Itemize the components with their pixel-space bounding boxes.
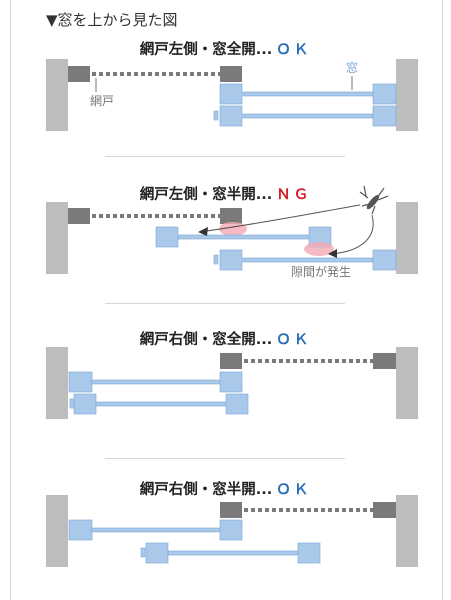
panel-1-status: ＯＫ [276, 42, 312, 58]
left-wall [46, 59, 68, 131]
outer-sash-glass [177, 234, 311, 240]
inner-sash-right-frame [372, 249, 397, 271]
left-wall [46, 347, 68, 419]
outer-sash-glass [242, 91, 374, 97]
panel-2-diagram: 隙間が発生 [46, 185, 418, 279]
outer-sash-right-frame [219, 371, 243, 393]
inner-sash-left-frame [219, 249, 243, 271]
panel-3-diagram [46, 347, 418, 419]
sash-handle [213, 110, 219, 121]
gap-label: 隙間が発生 [291, 264, 351, 279]
right-wall [396, 59, 418, 131]
screen-right-frame [373, 502, 396, 518]
right-wall [396, 495, 418, 567]
inner-sash-glass [167, 550, 300, 556]
right-wall [396, 202, 418, 274]
arrowhead-lower [328, 249, 337, 258]
outer-sash-right-frame [219, 519, 243, 541]
right-wall [396, 347, 418, 419]
screen-label: 網戸 [90, 94, 114, 108]
inner-sash-glass [242, 113, 374, 119]
gap-highlight-lower [304, 242, 334, 256]
heading-text: 窓を上から見た図 [57, 11, 178, 29]
screen-left-frame [220, 502, 242, 518]
panel-3-caption: 網戸右側・窓全開...ＯＫ [0, 328, 451, 349]
window-label: 窓 [346, 60, 358, 75]
left-wall [46, 202, 68, 274]
triangle-down-icon: ▼ [46, 11, 58, 29]
inner-sash-right-frame [225, 393, 249, 415]
inner-sash-glass [242, 257, 374, 263]
panel-3-status: ＯＫ [276, 332, 312, 348]
panel-2-status: ＮＧ [276, 187, 312, 203]
sash-handle [213, 254, 219, 265]
inner-sash-left-frame [145, 542, 169, 564]
outer-sash-right-frame [372, 83, 397, 105]
screen-right-frame [373, 353, 396, 369]
arrowhead-upper [198, 227, 208, 236]
inner-sash-right-frame [297, 542, 321, 564]
panel-4-title: 網戸右側・窓半開... [139, 482, 273, 498]
sash-handle [140, 547, 146, 558]
panel-2-title: 網戸左側・窓半開... [139, 187, 273, 203]
inner-sash-left-frame [73, 393, 97, 415]
sash-handle [69, 398, 75, 409]
panel-1-title: 網戸左側・窓全開... [139, 42, 273, 58]
inner-sash-right-frame [372, 105, 397, 127]
divider-2 [105, 303, 345, 304]
panel-4-status: ＯＫ [276, 482, 312, 498]
insect-path-upper [199, 204, 361, 233]
mosquito-icon [359, 185, 389, 215]
divider-1 [105, 156, 345, 157]
inner-sash-glass [95, 401, 227, 407]
outer-sash-glass [91, 527, 223, 533]
left-wall [46, 495, 68, 567]
screen-right-frame [220, 66, 242, 82]
content-frame [10, 0, 443, 600]
diagram-heading: ▼窓を上から見た図 [46, 9, 178, 30]
outer-sash-left-frame [68, 519, 93, 541]
screen-right-frame [220, 208, 242, 224]
outer-sash-left-frame [219, 83, 243, 105]
screen-left-frame [68, 208, 90, 224]
screen-left-frame [68, 66, 90, 82]
outer-sash-left-frame [155, 226, 179, 248]
panel-2-caption: 網戸左側・窓半開...ＮＧ [0, 183, 451, 204]
panel-1-diagram: 網戸 窓 [46, 59, 418, 131]
panel-4-diagram [46, 495, 418, 567]
insect-path-lower [329, 214, 374, 255]
outer-sash-glass [91, 379, 223, 385]
screen-left-frame [220, 353, 242, 369]
outer-sash-left-frame [68, 371, 93, 393]
panel-3-title: 網戸右側・窓全開... [139, 332, 273, 348]
panel-4-caption: 網戸右側・窓半開...ＯＫ [0, 478, 451, 499]
divider-3 [105, 458, 345, 459]
inner-sash-left-frame [219, 105, 243, 127]
panel-1-caption: 網戸左側・窓全開...ＯＫ [0, 38, 451, 59]
